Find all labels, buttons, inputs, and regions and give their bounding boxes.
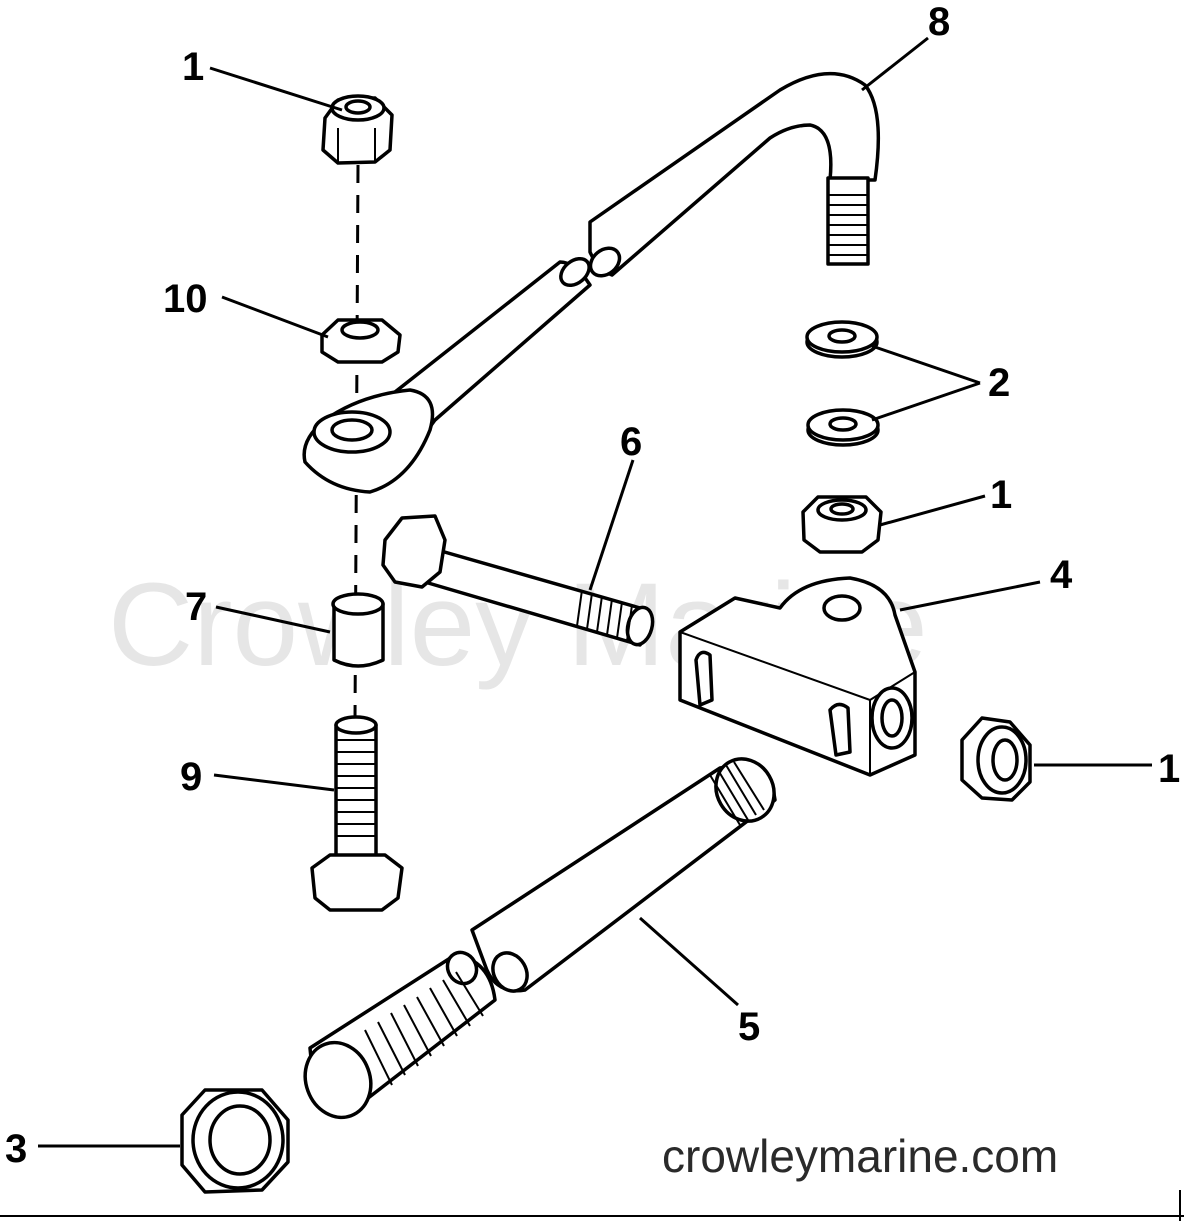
callout-2: 2 xyxy=(988,361,1010,405)
callout-3: 3 xyxy=(5,1127,27,1171)
callout-5: 5 xyxy=(738,1005,760,1049)
callout-1-mid: 1 xyxy=(990,473,1012,517)
spacer-7 xyxy=(331,592,385,668)
lock-nut-mid xyxy=(801,495,883,554)
bolt-6 xyxy=(381,514,655,647)
nut-10 xyxy=(320,318,402,364)
leader-lines xyxy=(38,36,1152,1148)
nut-3 xyxy=(180,1088,290,1194)
washer-lower xyxy=(806,408,880,447)
link-rod xyxy=(302,72,881,494)
bolt-9 xyxy=(310,715,404,912)
callout-9: 9 xyxy=(180,755,202,799)
washer-upper xyxy=(805,320,879,359)
lock-nut-right xyxy=(960,716,1032,802)
callout-10: 10 xyxy=(163,277,208,321)
callout-7: 7 xyxy=(185,585,207,629)
website-url: crowleymarine.com xyxy=(662,1130,1058,1182)
callout-8: 8 xyxy=(928,0,950,44)
callout-1-top: 1 xyxy=(182,45,204,89)
callout-6: 6 xyxy=(620,420,642,464)
bracket-4 xyxy=(678,576,917,777)
callout-4: 4 xyxy=(1050,553,1073,597)
callout-1-right: 1 xyxy=(1158,747,1180,791)
tube-5 xyxy=(303,757,777,1120)
